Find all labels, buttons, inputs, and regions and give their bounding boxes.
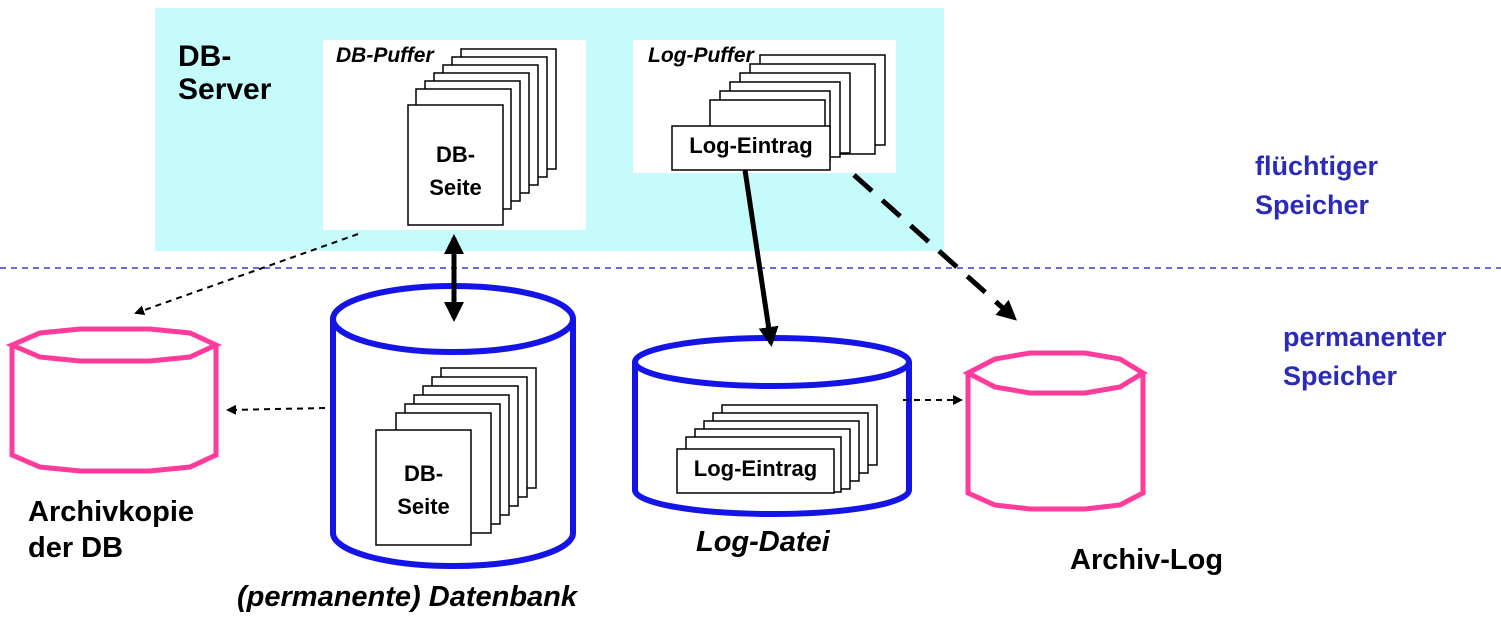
database-label: (permanente) Datenbank	[237, 581, 578, 613]
archive-log-cylinder	[962, 350, 1148, 512]
buffer-page-line1: DB-	[435, 142, 476, 167]
db-buffer-page-stack	[407, 48, 557, 226]
archive-copy-cylinder	[5, 326, 222, 474]
volatile-storage-line2: Speicher	[1255, 190, 1370, 221]
archive-copy-line2: der DB	[28, 532, 124, 565]
buffer-page-label: DB- Seite	[408, 138, 503, 204]
buffer-page-line2: Seite	[429, 175, 482, 200]
volatile-storage-label: flüchtiger Speicher	[1255, 147, 1378, 225]
log-file-label: Log-Datei	[696, 526, 830, 558]
log-file-entry-label: Log-Eintrag	[693, 456, 818, 481]
database-page-line1: DB-	[403, 461, 444, 486]
server-title-line2: Server	[178, 73, 272, 106]
archive-copy-line1: Archivkopie	[28, 496, 194, 528]
permanent-storage-label: permanenter Speicher	[1283, 318, 1447, 396]
archive-copy-label: Archivkopie der DB	[28, 494, 194, 567]
database-page-line2: Seite	[397, 494, 450, 519]
arrow-log-buffer-to-log-file	[742, 169, 779, 347]
archive-log-label: Archiv-Log	[1070, 544, 1224, 576]
arrow-database-to-archive-copy	[226, 404, 326, 415]
log-buffer-label: Log-Puffer	[648, 44, 754, 67]
permanent-storage-line2: Speicher	[1283, 361, 1398, 392]
server-title-line1: DB-	[178, 40, 232, 73]
log-buffer-entry-stack	[671, 54, 886, 171]
log-buffer-entry-label: Log-Eintrag	[689, 133, 813, 158]
db-buffer-label: DB-Puffer	[336, 44, 434, 67]
volatile-storage-line1: flüchtiger	[1255, 151, 1379, 181]
log-file-entry-stack	[676, 404, 878, 494]
database-page-stack	[375, 367, 537, 546]
database-page-label: DB- Seite	[376, 457, 471, 523]
permanent-storage-line1: permanenter	[1283, 322, 1447, 352]
server-title: DB- Server	[178, 40, 271, 106]
